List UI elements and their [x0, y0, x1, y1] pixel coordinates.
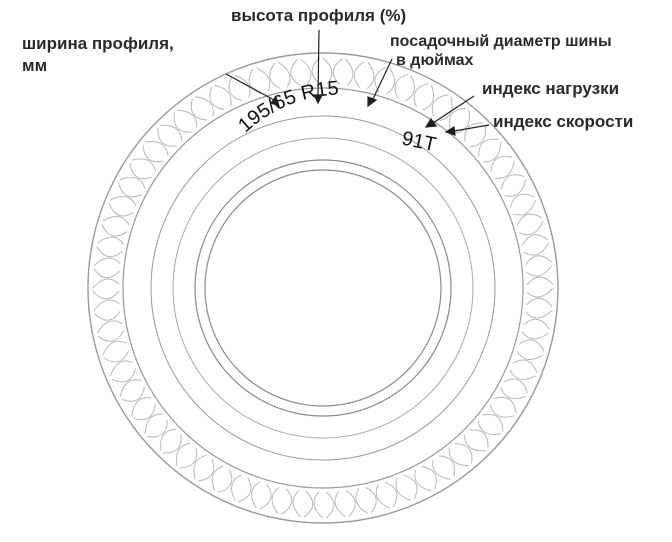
tread-lug [518, 331, 549, 352]
label-rim-diameter: посадочный диаметр шины [390, 33, 612, 50]
tread-lug [92, 290, 120, 311]
tread-lug [504, 369, 536, 394]
tread-lug [120, 162, 152, 189]
rim-opening [204, 169, 442, 407]
tread-lug [160, 112, 192, 141]
sidewall-ring-middle [172, 137, 474, 439]
tread-lug [110, 182, 142, 207]
arrowhead-load [424, 117, 438, 128]
arrowhead-height [313, 94, 323, 105]
tread-lug [303, 490, 324, 519]
rim-edge [194, 159, 452, 417]
tread-lug [97, 224, 128, 245]
tread-lug [147, 419, 176, 451]
tread-lug [234, 68, 262, 99]
arrowhead-speed [444, 125, 456, 136]
tread-lug [385, 67, 409, 99]
tread-lug [439, 96, 467, 129]
tread-lug [322, 57, 343, 86]
label-profile-height: высота профиля (%) [231, 6, 407, 25]
sidewall-ring-outer [150, 115, 496, 461]
tread-lug [345, 488, 369, 517]
tread-lug [494, 387, 526, 414]
tread-lug [197, 459, 224, 491]
leader-line-speed [453, 124, 490, 132]
tread-lug [94, 310, 123, 334]
tread-lug [512, 350, 544, 374]
leader-lines [225, 29, 490, 136]
tread-lug [523, 310, 553, 330]
tread-lug [103, 349, 134, 377]
leader-line-height [317, 29, 320, 97]
tread-lug [217, 469, 242, 501]
tread-lug [93, 246, 123, 266]
tread-lug [365, 484, 391, 514]
label-profile-width-unit: мм [22, 56, 48, 75]
tread-lug [345, 58, 365, 88]
tread-lug [92, 268, 121, 289]
tread-lug [525, 287, 554, 308]
tread-lug [483, 142, 513, 173]
tread-lug [177, 98, 208, 128]
tread-lug [403, 469, 432, 500]
tread-lug [519, 220, 549, 246]
leader-line-diameter [371, 58, 393, 102]
tread-lug [470, 125, 499, 157]
tread-lug [179, 447, 207, 480]
tread-lug [438, 448, 469, 478]
tread-lug [145, 127, 177, 156]
label-load-index: индекс нагрузки [482, 79, 620, 98]
tread-lug [214, 76, 243, 107]
tread-lug [102, 202, 134, 226]
leader-line-load [432, 95, 475, 124]
tread-lug [259, 483, 280, 514]
tread-lug [162, 434, 191, 466]
arrowhead-diameter [367, 96, 378, 108]
tire-outer-edge [87, 52, 559, 524]
tread-lug [494, 160, 525, 190]
tread-lug [404, 75, 429, 107]
tread-lug [454, 435, 486, 464]
tread-lug [422, 85, 449, 117]
tread-lug [133, 403, 163, 434]
tread-pattern [92, 57, 554, 519]
tread-lug [469, 420, 501, 449]
tread-lug [482, 404, 515, 432]
leader-line-width [225, 73, 277, 102]
tread-lug [384, 477, 412, 508]
sidewall-service-code: 91T [400, 128, 438, 157]
tread-lug [325, 491, 346, 519]
label-rim-diameter-inches: в дюймах [396, 52, 474, 69]
tread-lug [277, 59, 301, 88]
tread-lug [255, 62, 281, 92]
tread-lug [512, 199, 543, 227]
tread-lug [526, 265, 554, 286]
tread-lug [523, 242, 552, 266]
arrowhead-width [269, 95, 280, 108]
tread-lug [237, 477, 261, 509]
tread-lug [131, 144, 164, 172]
tread-inner-edge [122, 87, 524, 489]
tread-lug [455, 110, 484, 142]
tread-lug [97, 330, 127, 356]
tread-lug [111, 368, 142, 397]
tread-lug [121, 386, 152, 416]
tread-lug [504, 179, 535, 208]
tread-lug [281, 488, 301, 518]
label-profile-width: ширина профиля, [22, 34, 174, 53]
tread-lug [421, 459, 451, 490]
tread-lug [195, 86, 225, 117]
label-speed-index: индекс скорости [493, 112, 634, 131]
